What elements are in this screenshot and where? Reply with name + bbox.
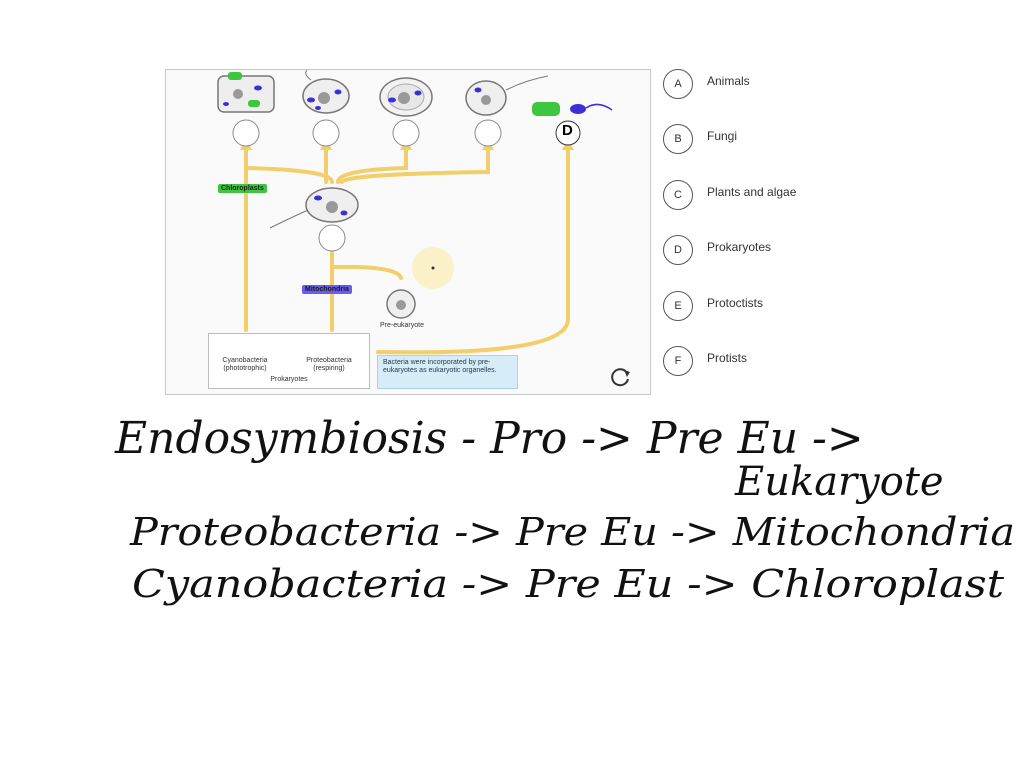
d-drop-target[interactable]: D [562,122,573,139]
option-letter: C [663,180,693,210]
option-label: Animals [707,74,750,88]
handwritten-notes: Endosymbiosis - Pro -> Pre Eu -> Eukaryo… [114,413,1015,606]
proteobacteria-label-2: (respiring) [313,365,345,372]
notes-line-3: Cyanobacteria -> Pre Eu -> Chloroplast [132,562,1005,606]
option-letter: E [663,291,693,321]
notes-line-2: Proteobacteria -> Pre Eu -> Mitochondria [129,510,1015,554]
option-letter: F [663,346,693,376]
notes-line-1: Endosymbiosis - Pro -> Pre Eu -> [114,413,864,464]
prokaryotes-box: Cyanobacteria (phototrophic) Proteobacte… [208,333,370,389]
animal-cell-icon [379,77,433,117]
option-label: Fungi [707,129,738,143]
option-animals[interactable]: A Animals [663,69,807,99]
fungal-cell-icon [302,70,350,114]
plant-cell-icon [217,72,275,113]
notes-line-1b: Eukaryote [734,459,944,505]
option-label: Protists [707,351,748,365]
pre-eukaryote-label: Pre-eukaryote [380,322,424,329]
refresh-icon[interactable] [610,366,632,388]
cyanobacteria-label-2: (phototrophic) [223,365,267,372]
proteobacteria-label-1: Proteobacteria [306,357,352,364]
cyanobacteria-icon [532,102,560,116]
option-label: Protoctists [707,296,764,310]
option-label: Plants and algae [707,185,797,199]
option-label: Prokaryotes [707,240,772,254]
option-fungi[interactable]: B Fungi [663,124,807,154]
mitochondria-tag: Mitochondria [302,285,352,294]
chloroplasts-tag: Chloroplasts [218,184,267,193]
option-protists[interactable]: F Protists [663,346,807,376]
option-letter: D [663,235,693,265]
proteobacteria-icon [570,104,586,114]
endosymbiosis-diagram: Chloroplasts Mitochondria Pre-eukaryote … [165,69,651,395]
option-prokaryotes[interactable]: D Prokaryotes [663,235,807,265]
info-box: Bacteria were incorporated by pre-eukary… [377,355,518,389]
protist-cell-icon [465,75,549,116]
option-letter: B [663,124,693,154]
option-letter: A [663,69,693,99]
cyanobacteria-label-1: Cyanobacteria [222,357,268,364]
option-protoctists[interactable]: E Protoctists [663,291,807,321]
eukaryote-cell-icon [269,187,359,229]
prokaryotes-label: Prokaryotes [270,376,308,383]
option-plants-algae[interactable]: C Plants and algae [663,180,807,210]
